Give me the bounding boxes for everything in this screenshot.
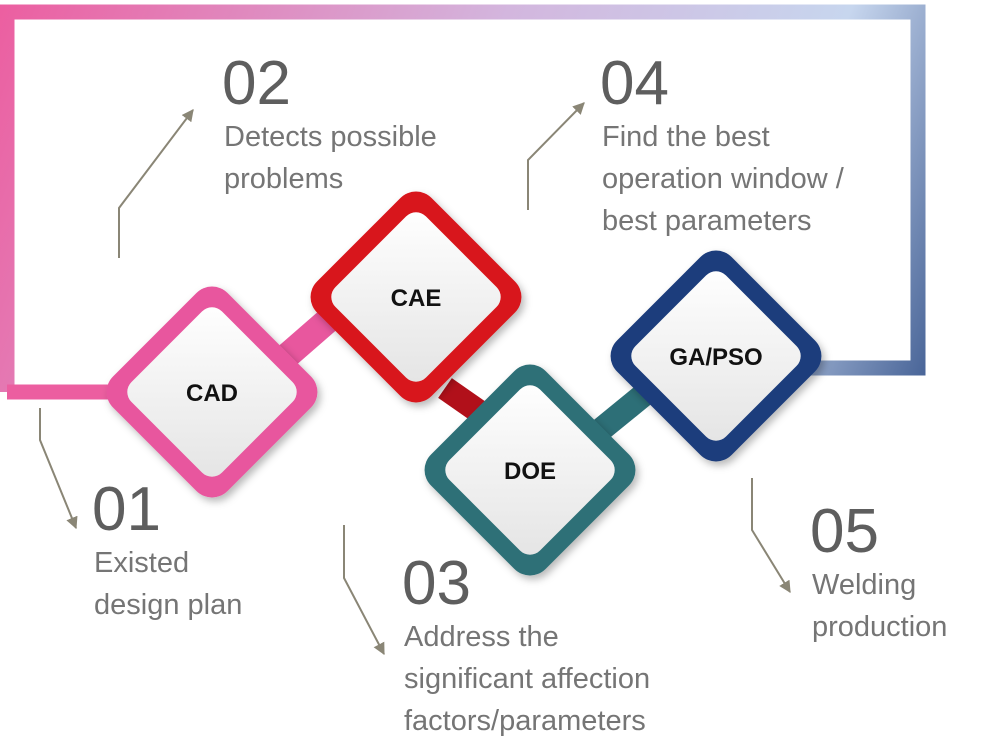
step-04-line-2: operation window / [602, 163, 845, 195]
step-03-line-3: factors/parameters [404, 705, 646, 737]
step-03-line-1: Address the [404, 621, 559, 653]
step-02-line-1: Detects possible [224, 121, 437, 153]
arrow-step-01 [39, 408, 78, 530]
step-05-line-1: Welding [812, 569, 916, 601]
doe-node-label: DOE [504, 458, 556, 485]
step-02-number: 02 [222, 49, 291, 118]
step-05-number: 05 [810, 497, 879, 566]
arrow-step-05 [751, 478, 791, 594]
step-02-line-2: problems [224, 163, 343, 195]
gapso-node-label: GA/PSO [669, 344, 762, 371]
doe-node [424, 364, 636, 576]
step-03-line-2: significant affection [404, 663, 650, 695]
cae-node-label: CAE [391, 285, 442, 312]
arrow-step-04 [527, 102, 585, 210]
step-04-line-3: best parameters [602, 205, 812, 237]
gapso-node [610, 250, 822, 462]
step-01-line-1: Existed [94, 547, 189, 579]
cad-node [106, 286, 318, 498]
step-01-number: 01 [92, 475, 161, 544]
process-frame [0, 4, 926, 392]
step-05-line-2: production [812, 611, 947, 643]
cad-node-label: CAD [186, 380, 238, 407]
step-01-line-2: design plan [94, 589, 242, 621]
arrow-step-03 [343, 525, 385, 656]
step-04-line-1: Find the best [602, 121, 770, 153]
arrow-step-02 [118, 109, 194, 258]
step-03-number: 03 [402, 549, 471, 618]
cae-node [310, 191, 522, 403]
step-04-number: 04 [600, 49, 669, 118]
